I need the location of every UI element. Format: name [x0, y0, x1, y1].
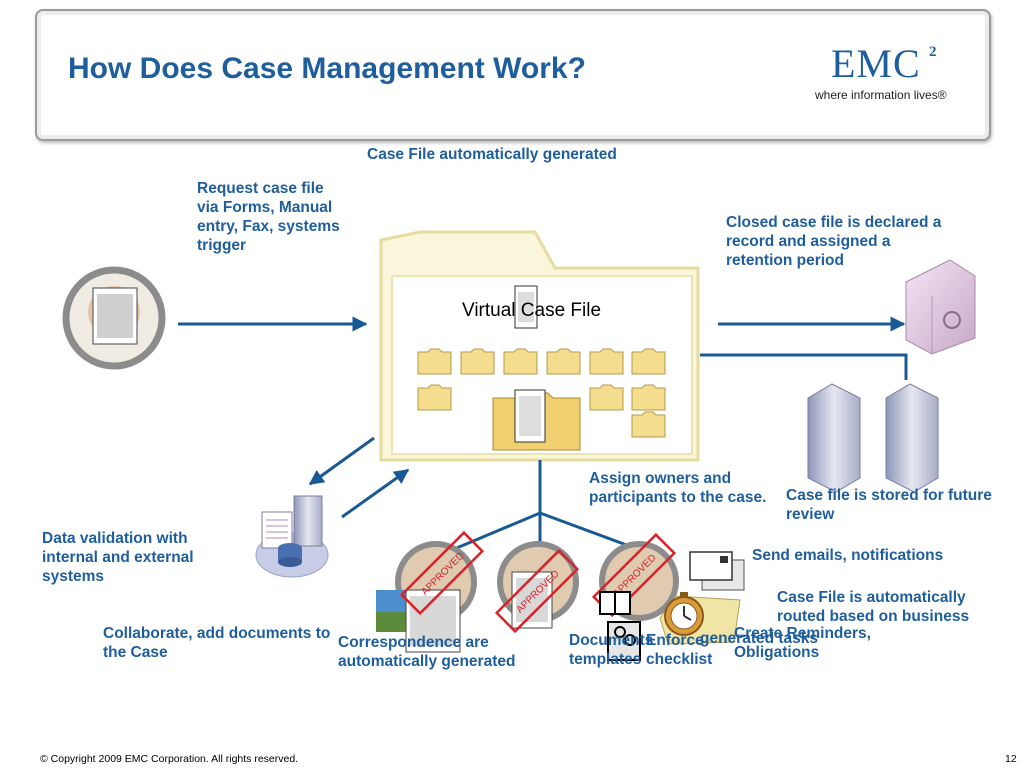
virtual-case-file-label: Virtual Case File	[462, 300, 602, 321]
label-enforce-checklist: Enforce checklist	[646, 632, 713, 668]
label-case-routed: Case File is automatically routed based …	[777, 589, 970, 625]
server-icons	[807, 383, 939, 493]
label-case-file-stored: Case file is stored for future review	[786, 487, 992, 523]
copyright-footer: © Copyright 2009 EMC Corporation. All ri…	[40, 753, 299, 765]
label-closed-case-file: Closed case file is declared a record an…	[726, 214, 942, 269]
envelope-icon	[689, 551, 745, 591]
label-assign-owners: Assign owners and participants to the ca…	[589, 470, 767, 506]
safe-icon	[905, 259, 976, 355]
label-case-file-generated: Case File automatically generated	[367, 146, 617, 163]
book-icon	[599, 591, 631, 615]
label-data-validation: Data validation with internal and extern…	[42, 530, 194, 585]
collaborate-documents	[376, 589, 461, 653]
label-request-case-file: Request case file via Forms, Manual entr…	[197, 180, 340, 254]
page-number: 12	[1005, 753, 1017, 765]
label-correspondence: Correspondence are automatically generat…	[338, 634, 516, 670]
emc-logo: EMC	[831, 41, 921, 86]
header-panel	[35, 9, 991, 141]
case-documents	[514, 285, 546, 443]
checklist-icon	[607, 621, 641, 661]
label-documents-templates: Documents templates	[569, 632, 654, 668]
label-create-reminders: Create Reminders, Obligations	[734, 625, 871, 661]
label-collaborate: Collaborate, add documents to the Case	[103, 625, 331, 661]
label-send-emails: Send emails, notifications	[752, 547, 944, 564]
emc-logo-tagline: where information lives®	[815, 88, 947, 102]
slide-title: How Does Case Management Work?	[68, 52, 586, 85]
stopwatch-reminder-icon	[659, 592, 741, 645]
requester-avatar	[62, 266, 166, 370]
database-system-icon	[255, 495, 329, 578]
label-generated-tasks: generated tasks	[700, 630, 819, 647]
emc-logo-superscript: 2	[929, 44, 937, 60]
